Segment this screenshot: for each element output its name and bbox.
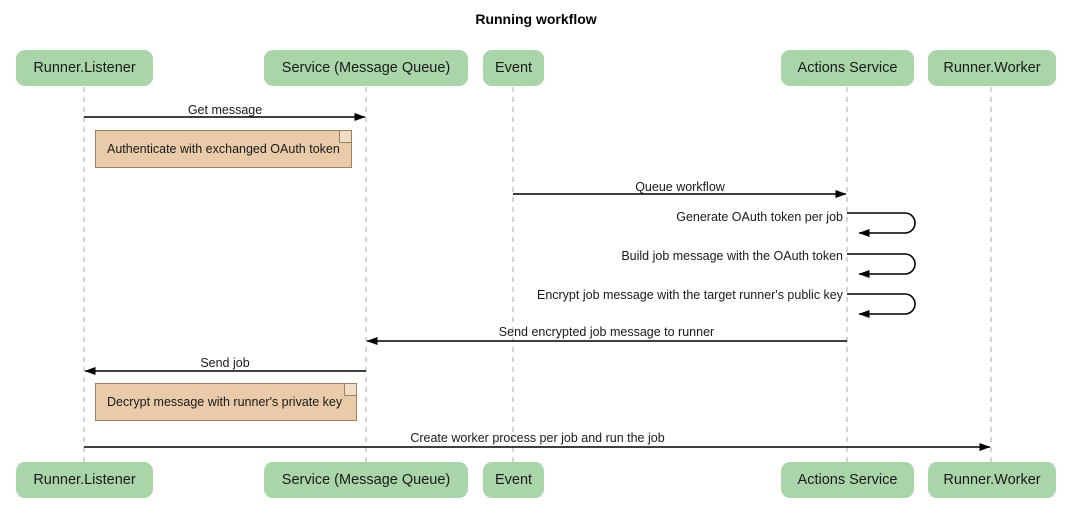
message-label-generate-oauth-token-per-job: Generate OAuth token per job <box>676 210 843 224</box>
note-folded-corner-icon <box>344 384 356 396</box>
message-label-create-worker-process: Create worker process per job and run th… <box>410 431 665 445</box>
participant-actions-service-bottom[interactable]: Actions Service <box>781 462 914 498</box>
message-label-encrypt-job-message: Encrypt job message with the target runn… <box>536 288 843 302</box>
participant-runner-listener-bottom[interactable]: Runner.Listener <box>16 462 153 498</box>
self-message-generate-oauth-token-per-job <box>847 212 916 237</box>
self-message-encrypt-job-message <box>847 293 916 318</box>
diagram-title: Running workflow <box>475 11 597 27</box>
message-label-send-encrypted-job-message: Send encrypted job message to runner <box>498 325 715 339</box>
participant-actions-service-top[interactable]: Actions Service <box>781 50 914 86</box>
participant-runner-worker-bottom[interactable]: Runner.Worker <box>928 462 1056 498</box>
participant-runner-worker-top[interactable]: Runner.Worker <box>928 50 1056 86</box>
message-label-build-job-message: Build job message with the OAuth token <box>621 249 843 263</box>
participant-event-top[interactable]: Event <box>483 50 544 86</box>
note-folded-corner-icon <box>339 131 351 143</box>
participant-runner-listener-top[interactable]: Runner.Listener <box>16 50 153 86</box>
messages-group <box>84 113 991 451</box>
note-decrypt-note: Decrypt message with runner's private ke… <box>95 383 357 421</box>
message-label-queue-workflow: Queue workflow <box>635 180 725 194</box>
note-text: Authenticate with exchanged OAuth token <box>107 142 340 156</box>
participant-event-bottom[interactable]: Event <box>483 462 544 498</box>
note-authenticate-note: Authenticate with exchanged OAuth token <box>95 130 352 168</box>
message-label-send-job: Send job <box>200 356 250 370</box>
lifelines-group <box>83 87 992 462</box>
note-text: Decrypt message with runner's private ke… <box>107 395 343 409</box>
participant-service-message-queue-top[interactable]: Service (Message Queue) <box>264 50 468 86</box>
message-label-get-message: Get message <box>187 103 263 117</box>
participant-service-message-queue-bottom[interactable]: Service (Message Queue) <box>264 462 468 498</box>
self-message-build-job-message <box>847 253 916 278</box>
